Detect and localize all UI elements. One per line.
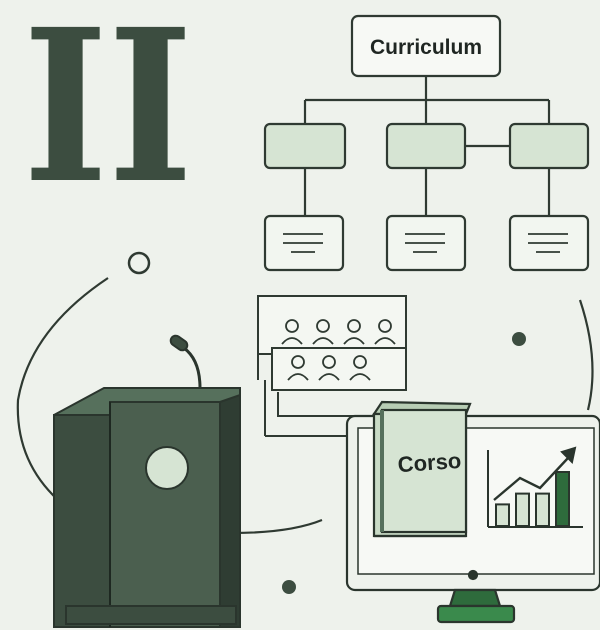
- podium-icon: [53, 334, 241, 628]
- curriculum-title: Curriculum: [370, 36, 482, 59]
- trend-arrowhead: [560, 446, 577, 465]
- tree-node-1: [263, 122, 347, 170]
- tree-node-3: [508, 122, 590, 170]
- lecture-hall-icon: [257, 295, 407, 437]
- decorative-arcs: [16, 277, 594, 535]
- podium-emblem: [145, 446, 189, 490]
- decorative-dot-bottom: [282, 580, 296, 594]
- book-title: Corso: [397, 448, 462, 477]
- audience-row-top: [281, 319, 396, 345]
- microphone-icon: [183, 346, 202, 389]
- roman-numeral: II: [23, 0, 193, 230]
- chart-bar-3: [535, 492, 550, 528]
- curriculum-tree: [263, 14, 590, 272]
- bar-chart-icon: [487, 446, 583, 528]
- decorative-dot-hollow: [127, 251, 151, 275]
- book-icon: [371, 400, 472, 538]
- chart-bar-4: [555, 471, 570, 527]
- decorative-dot-right: [512, 332, 526, 346]
- trend-line: [493, 457, 569, 501]
- chart-bar-2: [515, 492, 530, 528]
- chart-bar-1: [495, 503, 510, 527]
- audience-row-bottom: [287, 355, 371, 381]
- tree-node-2: [385, 122, 467, 170]
